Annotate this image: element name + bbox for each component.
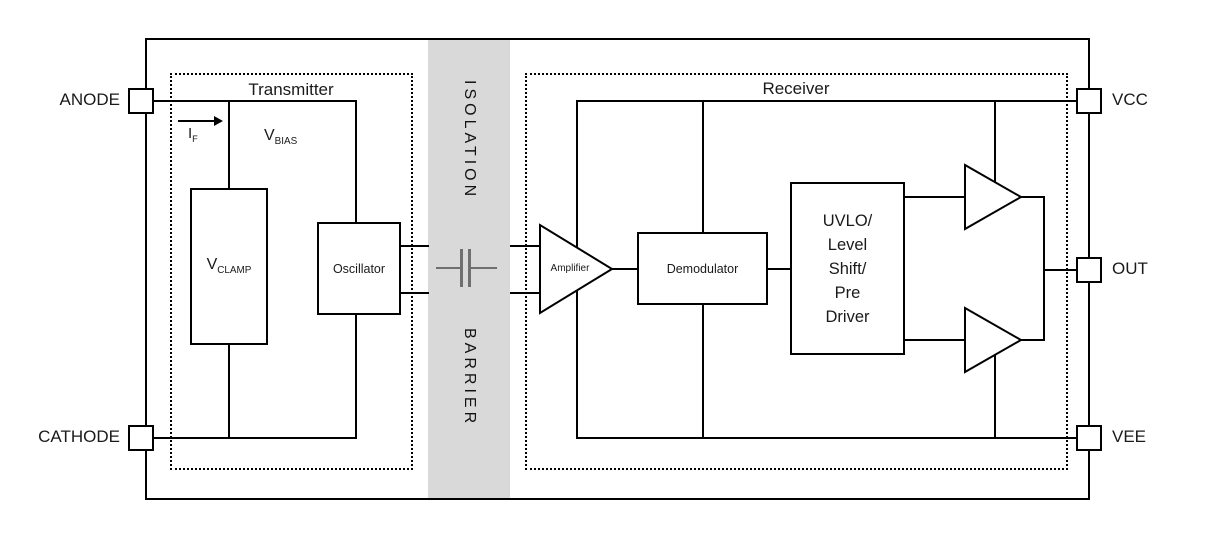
amplifier-triangle — [539, 223, 614, 315]
wire-out-join — [1043, 196, 1045, 341]
vclamp-label: VCLAMP — [206, 256, 252, 277]
cathode-pin — [128, 425, 154, 451]
output-buffer-top-shape — [964, 163, 1023, 231]
output-buffer-top-triangle — [964, 163, 1023, 231]
out-pin-label: OUT — [1112, 259, 1148, 278]
vcc-pin — [1076, 88, 1102, 114]
output-buffer-bottom-shape — [964, 306, 1023, 374]
demodulator-label: Demodulator — [666, 261, 739, 276]
wire-oscillator-out-2 — [399, 292, 429, 294]
vclamp-block: VCLAMP — [190, 188, 268, 345]
vbias-label: VBIAS — [264, 127, 298, 148]
wire-out — [1043, 269, 1077, 271]
wire-oscillator-bottom — [355, 313, 357, 439]
vee-pin — [1076, 425, 1102, 451]
chip-outline — [145, 38, 1090, 500]
wire-vcc-rail — [576, 100, 1076, 102]
wire-amplifier-in-2 — [510, 292, 542, 294]
if-arrow-head-icon — [214, 116, 223, 126]
uvlo-line: Shift/ — [828, 259, 867, 278]
oscillator-label: Oscillator — [332, 261, 386, 276]
uvlo-block — [790, 182, 905, 355]
wire-amplifier-in-1 — [510, 245, 542, 247]
wire-cathode — [154, 437, 356, 439]
capacitor-lead-left — [436, 267, 461, 269]
uvlo-line: Driver — [825, 307, 870, 326]
wire-uvlo-buffer1 — [903, 196, 965, 198]
isolation-label: ISOLATION — [461, 80, 478, 201]
transmitter-box — [170, 73, 413, 470]
if-current-label: IF — [188, 125, 198, 144]
wire-vclamp-top — [228, 100, 230, 190]
uvlo-line: Level — [827, 235, 868, 254]
wire-anode — [154, 100, 356, 102]
wire-buffer1-power — [994, 100, 996, 197]
output-buffer-bottom-triangle — [964, 306, 1023, 374]
cathode-pin-label: CATHODE — [38, 427, 120, 446]
amplifier-label: Amplifier — [550, 263, 590, 274]
wire-uvlo-buffer2 — [903, 339, 965, 341]
receiver-title: Receiver — [726, 78, 866, 99]
anode-pin-label: ANODE — [59, 90, 120, 109]
demodulator-block: Demodulator — [637, 232, 768, 305]
wire-buffer2-power — [994, 340, 996, 439]
receiver-box — [525, 73, 1068, 470]
if-arrow-line — [178, 120, 216, 122]
capacitor-plate-right — [468, 249, 471, 287]
wire-buffer2-out — [1019, 339, 1045, 341]
uvlo-label: UVLO/ Level Shift/ Pre Driver — [792, 184, 903, 353]
wire-oscillator-top — [355, 100, 357, 224]
capacitor-lead-right — [471, 267, 497, 269]
oscillator-block: Oscillator — [317, 222, 401, 315]
wire-demodulator-uvlo — [766, 268, 792, 270]
wire-buffer1-out — [1019, 196, 1045, 198]
vee-pin-label: VEE — [1112, 427, 1147, 446]
anode-pin — [128, 88, 154, 114]
wire-vee-rail — [576, 437, 1076, 439]
wire-vclamp-bottom — [228, 344, 230, 439]
out-pin — [1076, 257, 1102, 283]
capacitor-plate-left — [460, 249, 463, 287]
transmitter-title: Transmitter — [221, 79, 361, 100]
uvlo-line: UVLO/ — [822, 211, 873, 230]
amplifier-shape — [539, 223, 614, 315]
uvlo-line: Pre — [834, 283, 861, 302]
wire-amplifier-demodulator — [610, 268, 639, 270]
barrier-label: BARRIER — [461, 328, 478, 428]
vcc-pin-label: VCC — [1112, 90, 1148, 109]
wire-oscillator-out-1 — [399, 245, 429, 247]
